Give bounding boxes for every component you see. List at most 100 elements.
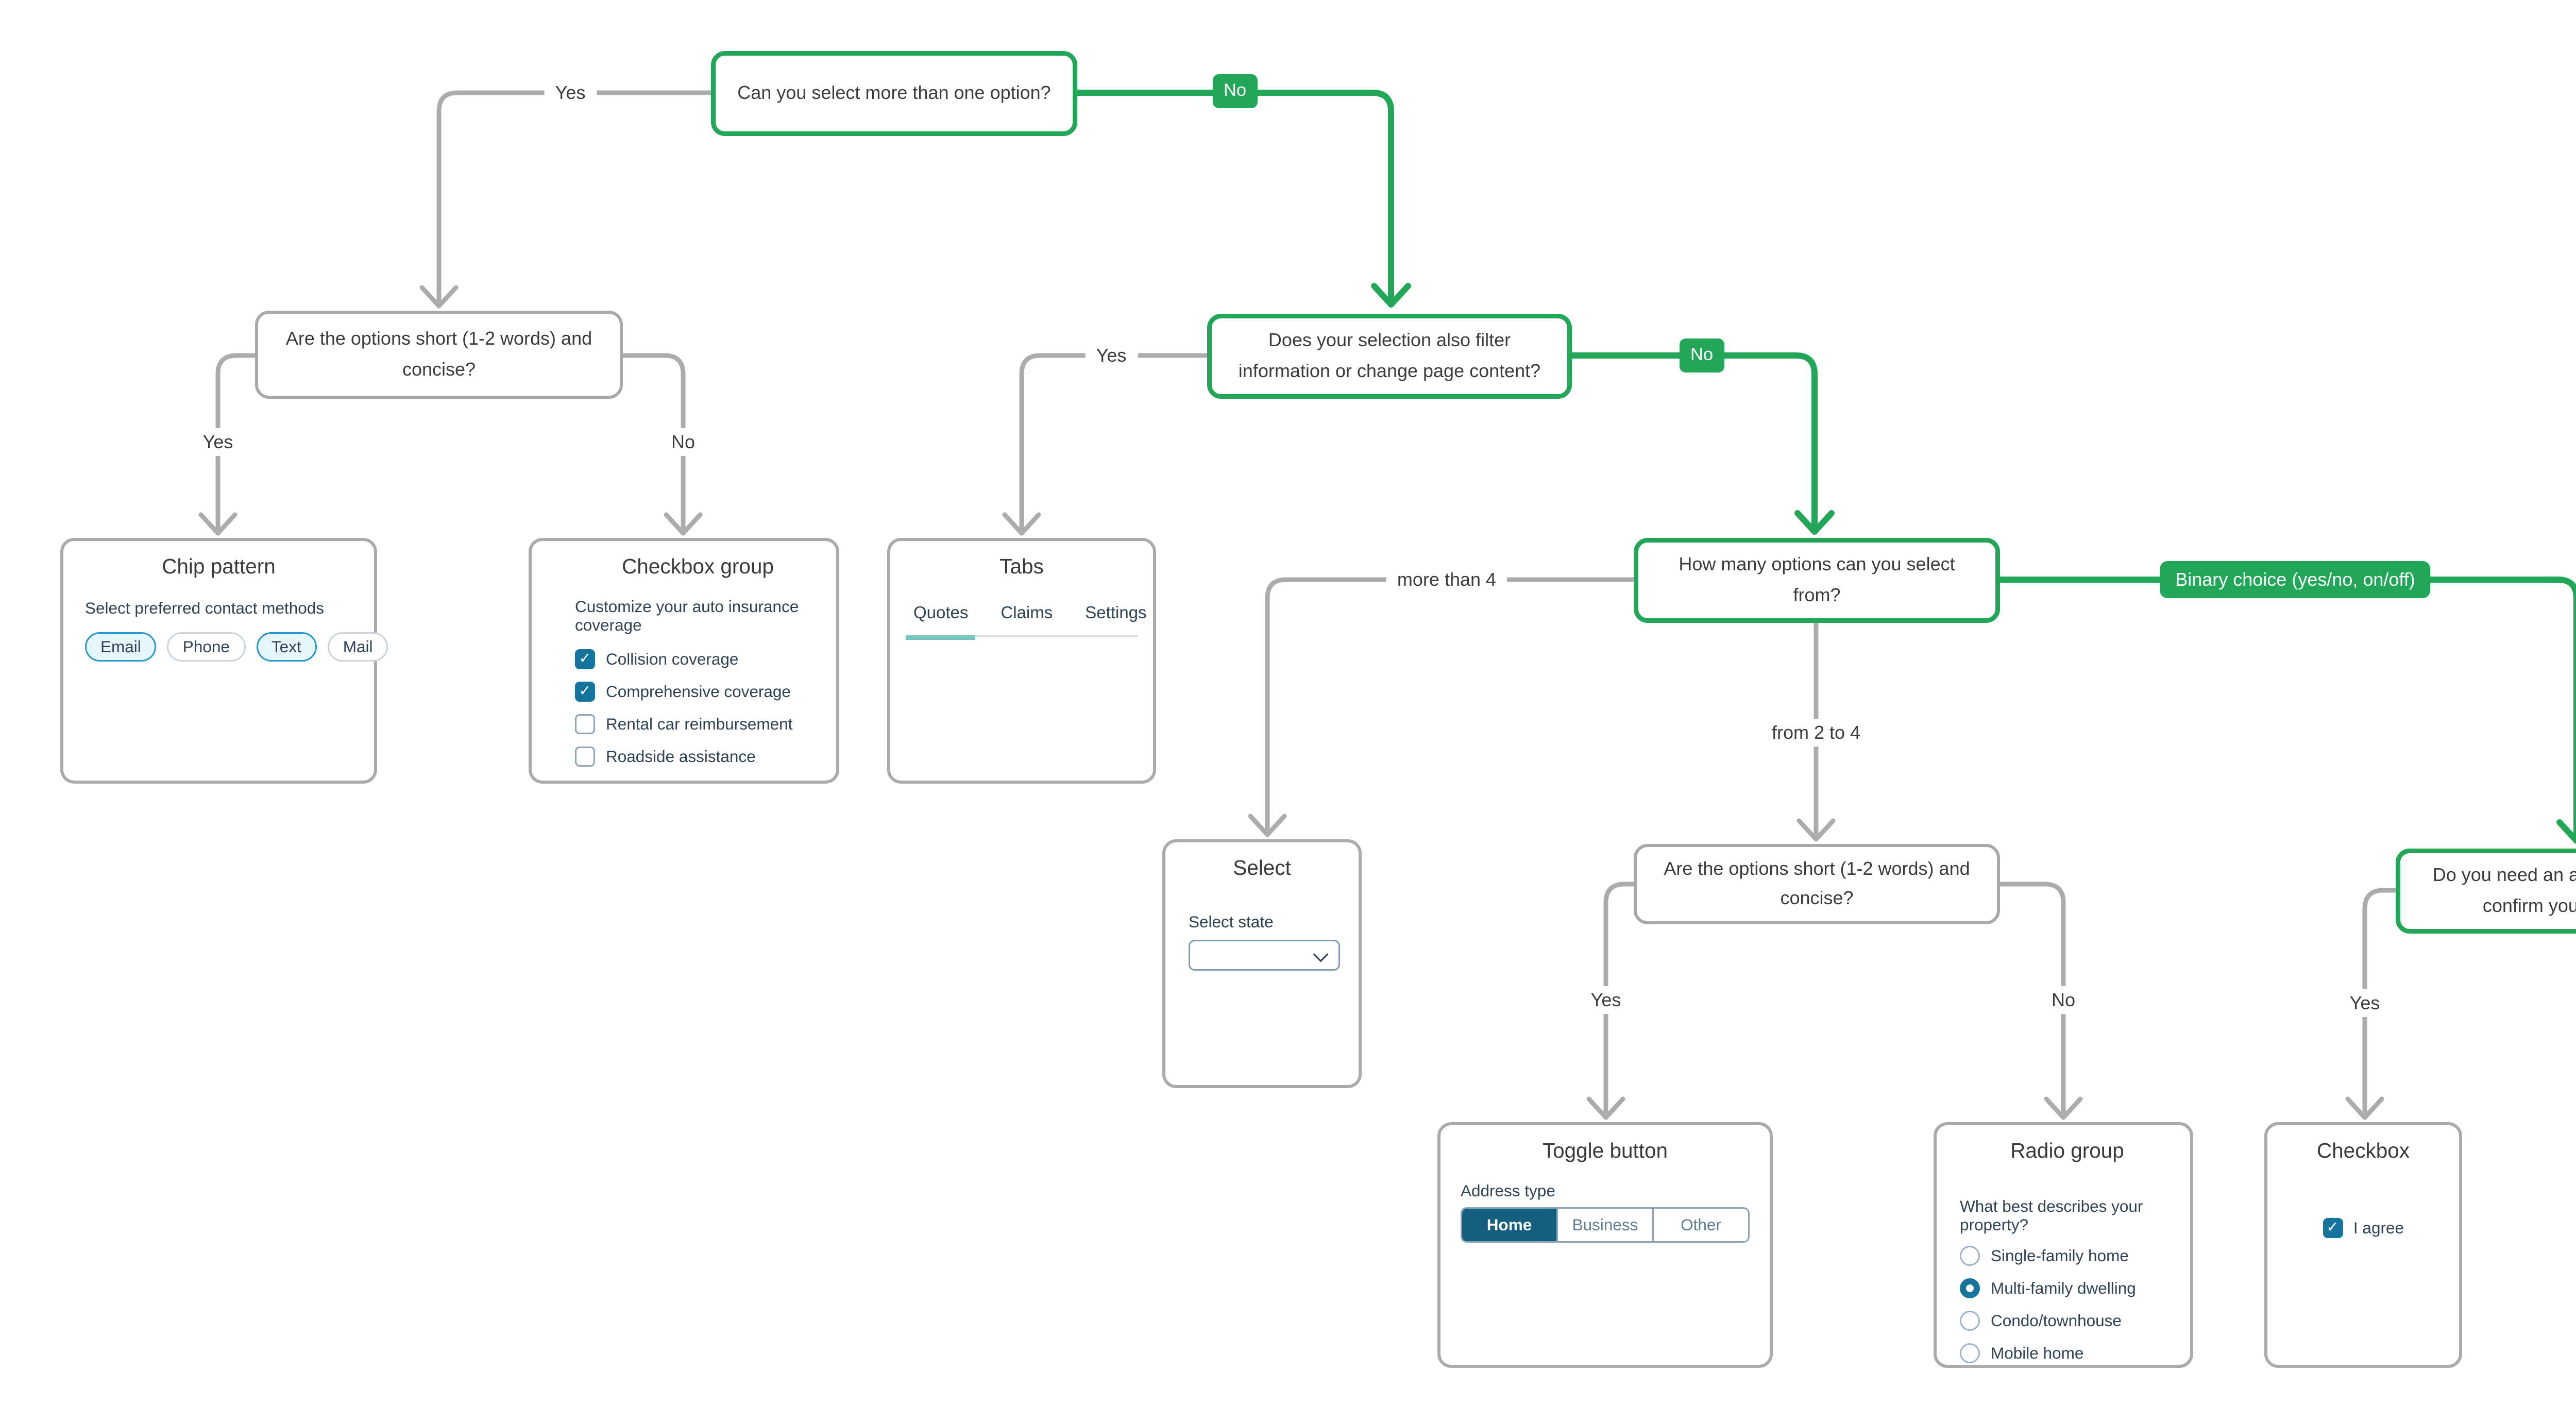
arrowhead-into-q6: [2556, 819, 2576, 844]
chip-phone[interactable]: Phone: [167, 632, 245, 662]
checkbox-label: Rental car reimbursement: [606, 715, 793, 734]
segment-business[interactable]: Business: [1556, 1209, 1652, 1241]
card-title: Checkbox group: [622, 555, 774, 578]
card-toggle-button: Toggle button Address type Home Business…: [1437, 1122, 1773, 1368]
segment-other[interactable]: Other: [1652, 1209, 1748, 1241]
checkbox-row[interactable]: ✓ I agree: [2267, 1218, 2459, 1238]
checkbox-row[interactable]: Roadside assistance: [575, 747, 821, 767]
radio-unselected-icon[interactable]: [1960, 1343, 1980, 1363]
radio-row[interactable]: Multi-family dwelling: [1960, 1278, 2175, 1298]
question-multiple-options: Can you select more than one option?: [711, 51, 1077, 136]
card-chip-pattern: Chip pattern Select preferred contact me…: [60, 538, 388, 784]
chip-email[interactable]: Email: [85, 632, 157, 662]
checkbox-checked-icon[interactable]: ✓: [575, 682, 595, 702]
radio-label: Mobile home: [1991, 1344, 2084, 1363]
edge-q2-yes-line: [215, 353, 258, 530]
chip-group-label: Select preferred contact methods: [85, 600, 325, 618]
arrowhead-into-chip-card: [198, 512, 238, 536]
arrowhead-into-tabs-card: [1002, 512, 1041, 536]
radio-label: Condo/townhouse: [1991, 1311, 2122, 1330]
checkbox-label: Roadside assistance: [606, 747, 756, 766]
question-options-short-2: Are the options short (1-2 words) and co…: [1634, 844, 2000, 924]
question-text: Are the options short (1-2 words) and co…: [1664, 857, 1970, 909]
arrowhead-into-checkbox-card: [2345, 1096, 2384, 1120]
card-radio-group: Radio group What best describes your pro…: [1934, 1122, 2193, 1368]
checkbox-label: Comprehensive coverage: [606, 682, 791, 701]
edge-label-more-than-4: more than 4: [1386, 566, 1507, 594]
radio-unselected-icon[interactable]: [1960, 1311, 1980, 1331]
arrowhead-into-radio-card: [2044, 1096, 2083, 1120]
checkbox-row[interactable]: ✓ Comprehensive coverage: [575, 682, 821, 702]
radio-selected-icon[interactable]: [1960, 1278, 1980, 1298]
state-select-dropdown[interactable]: [1189, 940, 1340, 971]
edge-label-yes: Yes: [544, 79, 597, 107]
checkbox-row[interactable]: ✓ Collision coverage: [575, 649, 821, 669]
arrowhead-into-q3: [1371, 283, 1411, 308]
edge-label-no: No: [2040, 986, 2087, 1014]
card-tabs: Tabs Quotes Claims Settings: [887, 538, 1156, 784]
checkbox-label: Collision coverage: [606, 650, 739, 669]
edge-q3-no-line: [1569, 352, 1818, 529]
chip-text[interactable]: Text: [256, 632, 317, 662]
segmented-control: Home Business Other: [1461, 1207, 1750, 1243]
radio-unselected-icon[interactable]: [1960, 1246, 1980, 1266]
checkbox-group-label: Customize your auto insurance coverage: [575, 598, 799, 635]
segment-home[interactable]: Home: [1462, 1209, 1556, 1241]
radio-row[interactable]: Mobile home: [1960, 1343, 2175, 1363]
edge-label-from-2-to-4: from 2 to 4: [1760, 719, 1872, 747]
select-label: Select state: [1189, 913, 1274, 932]
card-checkbox-group: Checkbox group Customize your auto insur…: [529, 538, 839, 784]
edge-q1-no-line: [1074, 90, 1394, 301]
edge-label-no: No: [660, 428, 706, 456]
card-title: Chip pattern: [162, 555, 276, 578]
toggle-group-label: Address type: [1461, 1182, 1555, 1201]
checkbox-row[interactable]: Rental car reimbursement: [575, 714, 821, 734]
card-title: Select: [1233, 856, 1291, 879]
question-options-short-1: Are the options short (1-2 words) and co…: [255, 311, 623, 399]
checkbox-label: I agree: [2353, 1218, 2404, 1238]
question-text: Does your selection also filter informat…: [1238, 329, 1541, 381]
checkbox-checked-icon[interactable]: ✓: [575, 649, 595, 669]
question-text: Are the options short (1-2 words) and co…: [285, 328, 592, 380]
arrowhead-into-select-card: [1248, 814, 1287, 837]
radio-row[interactable]: Condo/townhouse: [1960, 1311, 2175, 1331]
arrowhead-into-q5: [1797, 818, 1836, 842]
card-title: Checkbox: [2316, 1139, 2410, 1162]
chevron-down-icon: [1313, 946, 1329, 962]
arrowhead-into-toggle-card: [1586, 1096, 1625, 1120]
edge-label-yes: Yes: [192, 428, 244, 456]
tab-bar: Quotes Claims Settings: [906, 604, 1147, 637]
edge-q4-binary-line: [1997, 577, 2576, 838]
radio-row[interactable]: Single-family home: [1960, 1246, 2175, 1266]
tab-settings[interactable]: Settings: [1085, 604, 1147, 623]
checkbox-unchecked-icon[interactable]: [575, 714, 595, 734]
checkbox-unchecked-icon[interactable]: [575, 747, 595, 767]
card-checkbox: Checkbox ✓ I agree: [2264, 1122, 2462, 1368]
card-select: Select Select state: [1162, 839, 1362, 1088]
arrowhead-into-q2: [419, 285, 459, 309]
question-text: Can you select more than one option?: [737, 81, 1051, 104]
edge-q2-no-line: [620, 353, 686, 530]
edge-q6-yes-line: [2362, 888, 2398, 1114]
radio-group-label: What best describes your property?: [1960, 1198, 2143, 1235]
card-title: Radio group: [2010, 1139, 2124, 1162]
card-title: Toggle button: [1542, 1139, 1668, 1162]
edge-badge-binary-choice: Binary choice (yes/no, on/off): [2160, 561, 2431, 598]
checkbox-checked-icon[interactable]: ✓: [2322, 1218, 2343, 1238]
chip-row: Email Phone Text Mail: [85, 632, 388, 662]
question-text: How many options can you select from?: [1679, 553, 1955, 605]
arrowhead-into-checkbox-group-card: [664, 512, 703, 536]
edge-q5-no-line: [1997, 882, 2066, 1114]
tab-quotes[interactable]: Quotes: [906, 604, 976, 635]
tab-claims[interactable]: Claims: [1001, 604, 1053, 623]
edge-label-yes: Yes: [1580, 986, 1632, 1014]
edge-q4-more-line: [1265, 577, 1636, 831]
chip-mail[interactable]: Mail: [327, 632, 388, 662]
radio-label: Single-family home: [1991, 1246, 2129, 1265]
edge-label-yes: Yes: [2338, 989, 2391, 1017]
question-filter-content: Does your selection also filter informat…: [1207, 314, 1572, 399]
edge-q5-yes-line: [1603, 882, 1636, 1114]
